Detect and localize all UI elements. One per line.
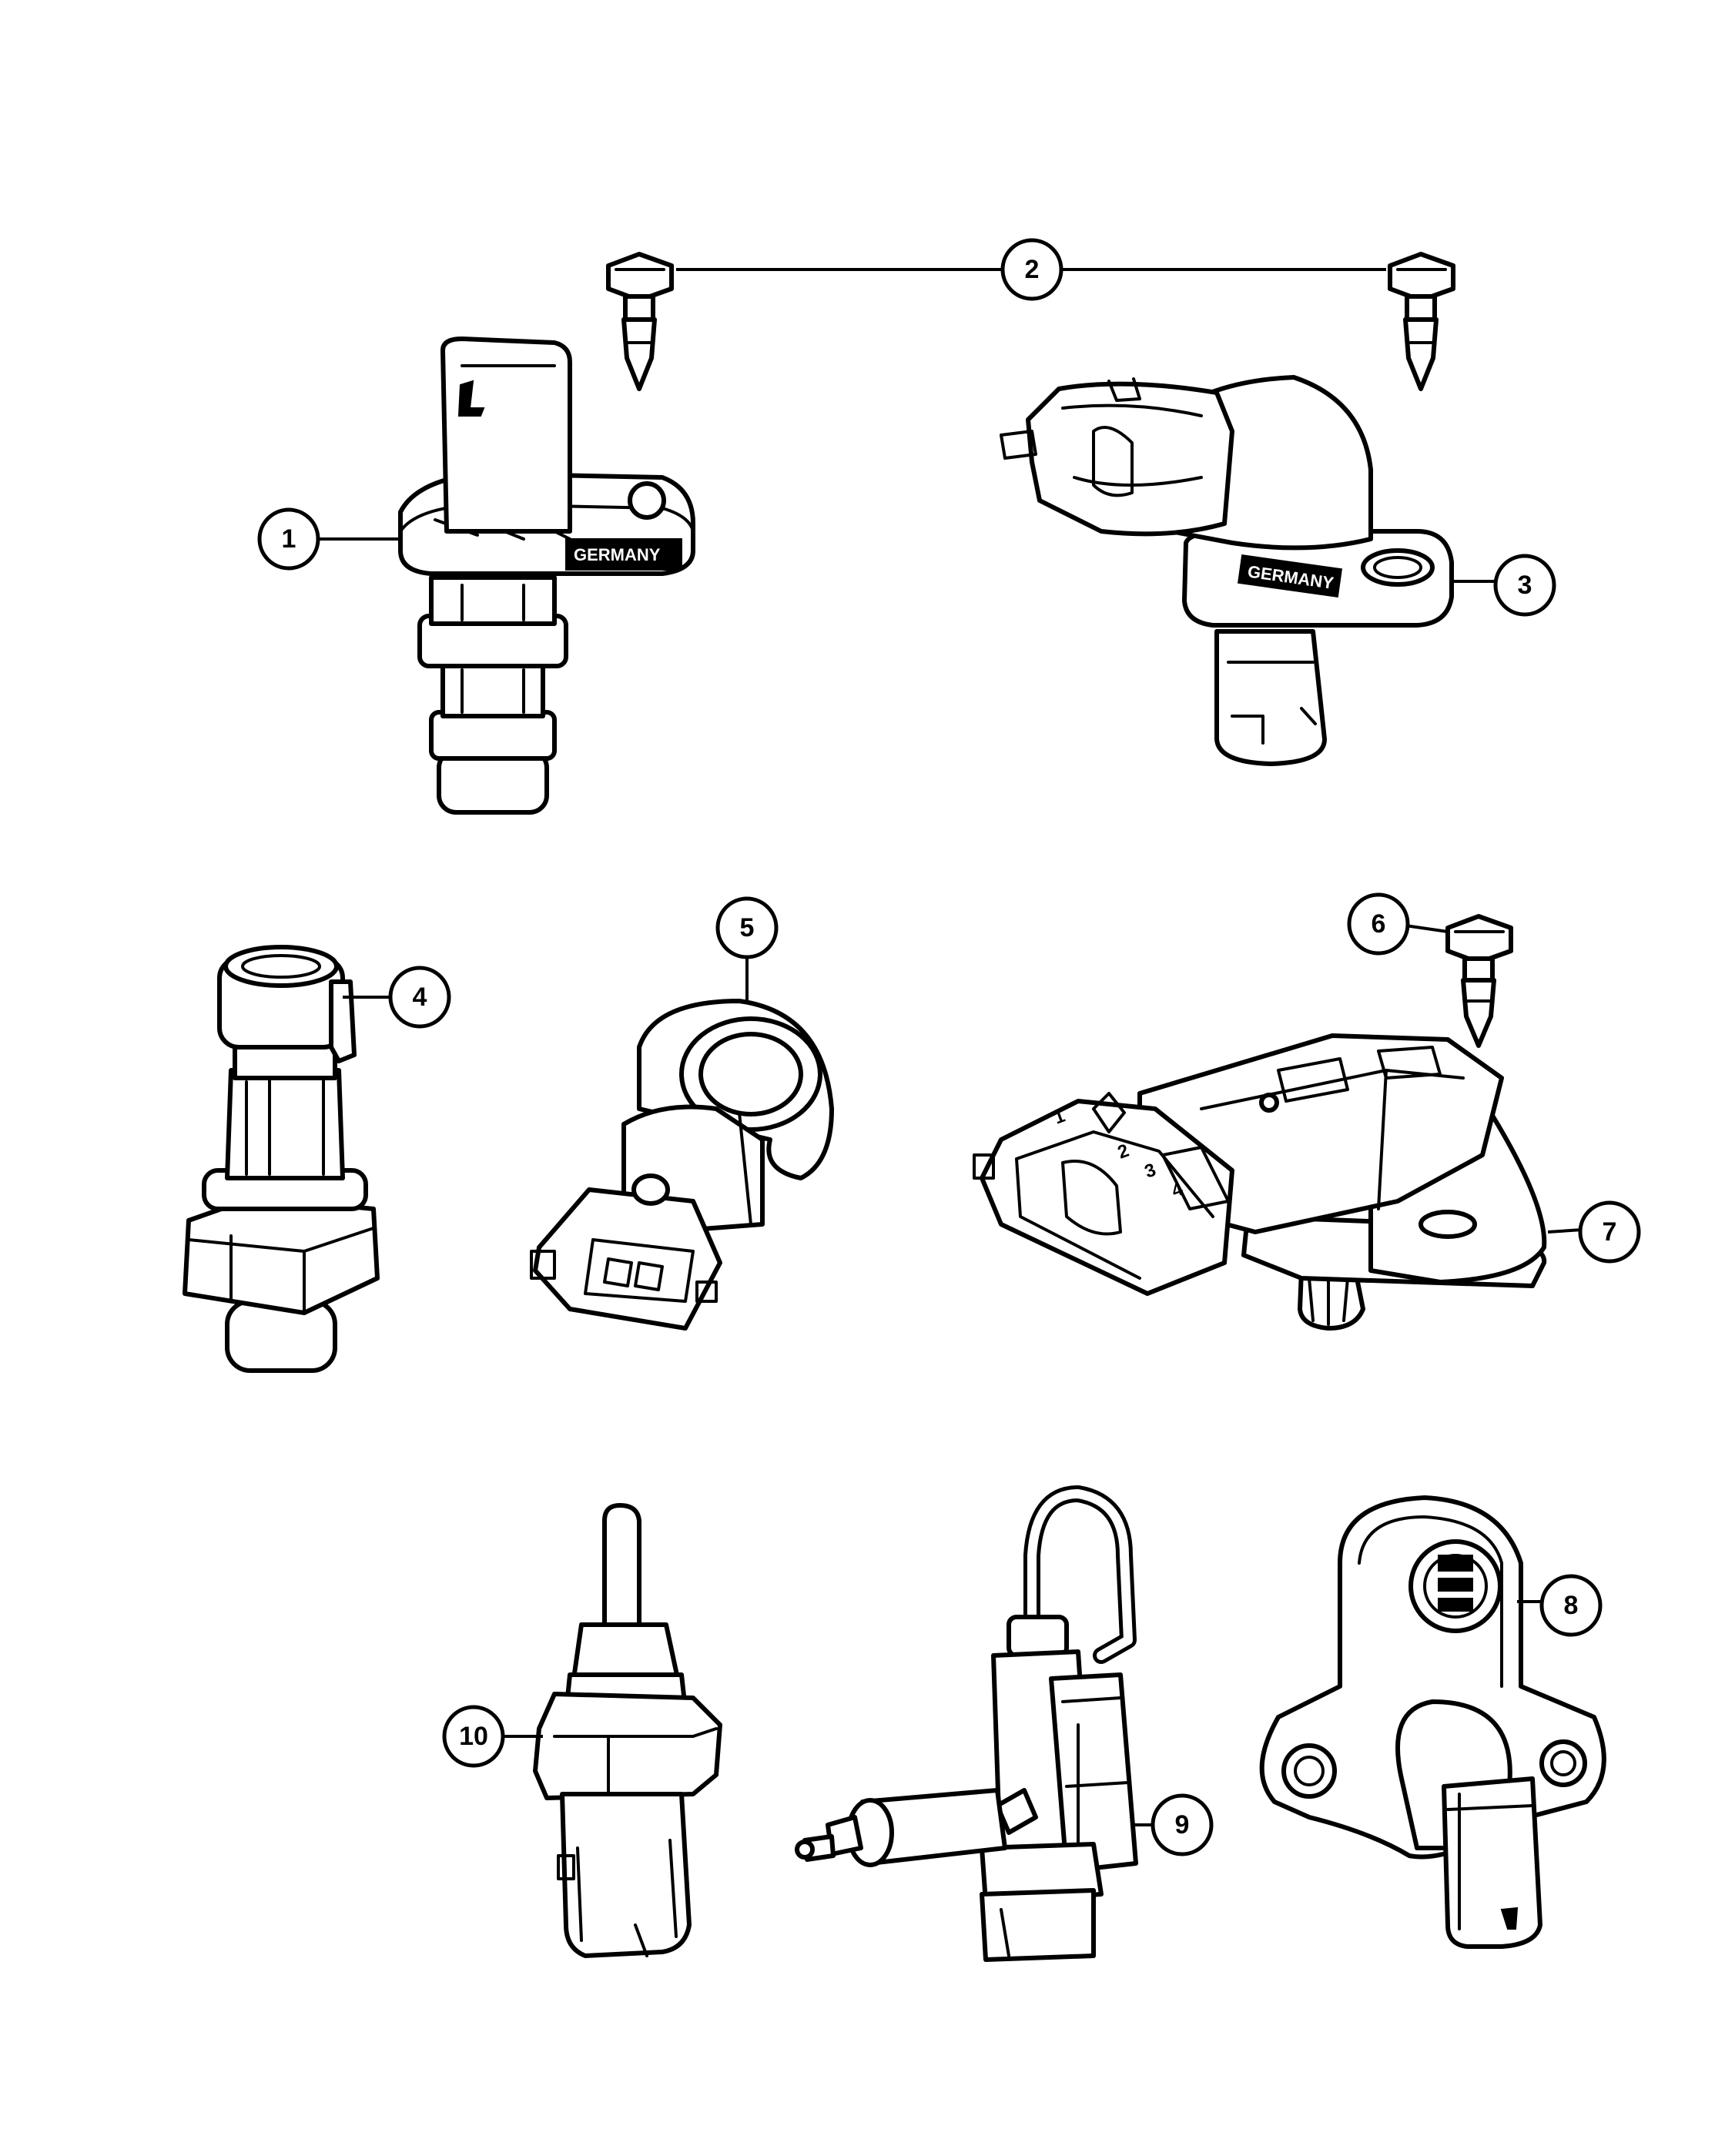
svg-text:5: 5: [740, 913, 755, 942]
callout-9[interactable]: 9: [1151, 1793, 1214, 1856]
svg-text:10: 10: [459, 1722, 488, 1751]
part-8-position-sensor: [1259, 1495, 1606, 1949]
bolt-right: [1388, 252, 1455, 391]
svg-text:9: 9: [1175, 1810, 1190, 1840]
part-1-stamp: GERMANY: [574, 545, 661, 564]
callout-4[interactable]: 4: [388, 966, 451, 1029]
part-7-map-sensor: 1 2 3 4: [973, 1033, 1547, 1331]
callout-3[interactable]: 3: [1493, 554, 1556, 617]
svg-text:1: 1: [282, 524, 296, 554]
callout-2[interactable]: 2: [1000, 238, 1063, 301]
svg-text:3: 3: [1518, 571, 1532, 600]
svg-text:6: 6: [1372, 909, 1386, 939]
part-9-temp-sensor: [795, 1485, 1138, 1962]
callout-8[interactable]: 8: [1539, 1574, 1603, 1637]
callout-5[interactable]: 5: [715, 896, 779, 959]
svg-text:4: 4: [413, 983, 427, 1012]
callout-7[interactable]: 7: [1578, 1200, 1641, 1264]
leader-6: [1405, 924, 1449, 933]
callout-1[interactable]: 1: [257, 507, 320, 571]
part-10-coolant-sensor: [533, 1503, 722, 1958]
bolt-left: [606, 252, 674, 391]
part-4-pressure-switch: [183, 945, 380, 1373]
part-1-cam-sensor: GERMANY: [398, 336, 695, 815]
part-3-cam-sensor: GERMANY: [1000, 375, 1454, 766]
callout-10[interactable]: 10: [442, 1705, 505, 1768]
part-5-knock-sensor: [530, 999, 834, 1331]
part-6-bolt: [1445, 914, 1513, 1048]
svg-text:7: 7: [1603, 1217, 1617, 1247]
svg-text:8: 8: [1564, 1591, 1579, 1620]
callout-6[interactable]: 6: [1347, 892, 1410, 956]
svg-text:2: 2: [1025, 255, 1040, 284]
